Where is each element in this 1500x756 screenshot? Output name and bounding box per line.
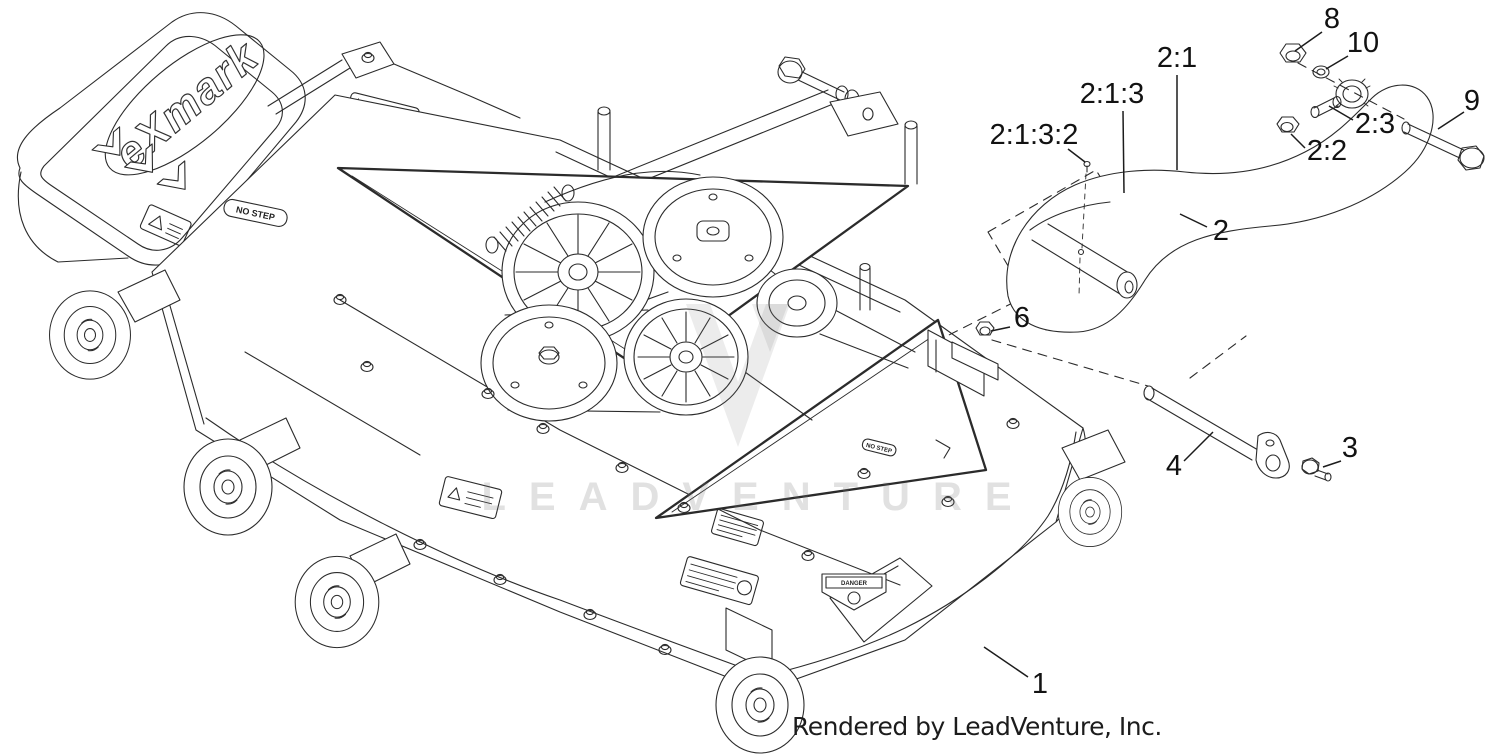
arm-inner-tube [1031,223,1138,299]
bolt-3 [1301,457,1332,482]
washer-10 [1312,65,1330,79]
callout-4[interactable]: 4 [1166,450,1182,482]
height-pin-assembly [927,321,1332,482]
spec-label-2 [679,556,759,606]
smooth-pulley-upper [642,176,784,298]
callout-2:3[interactable]: 2:3 [1355,108,1395,140]
wheel [49,290,131,380]
callout-6[interactable]: 6 [1014,302,1030,334]
callout-leader-2:2 [1290,133,1306,149]
warning-label-mid [438,476,503,520]
callout-9[interactable]: 9 [1464,85,1480,117]
wheel [715,656,805,754]
retainer-screws [1077,160,1091,297]
callout-leader-6 [990,326,1011,332]
callout-leader-8 [1294,31,1323,52]
idler-spring [485,184,575,254]
hex-nut-6 [975,321,995,336]
callout-leader-2:1:3 [1122,110,1125,194]
callout-leader-2 [1179,213,1208,228]
cover-posts [597,106,918,311]
spec-label [710,508,764,547]
mower-deck-assembly: eXmark [16,12,1126,754]
callout-leader-2:3 [1328,105,1354,121]
callout-leader-1 [983,646,1029,678]
pulleys-and-belt [480,170,916,422]
watermark-layer: LEADVENTURE [481,304,1034,519]
wheel [294,555,380,649]
svg-text:DANGER: DANGER [841,581,868,587]
bearing-boss [1333,78,1371,109]
wheel [1057,477,1123,547]
idler-pulley [756,268,838,338]
callout-10[interactable]: 10 [1347,27,1379,59]
warning-decal [139,204,192,247]
callout-8[interactable]: 8 [1324,3,1340,35]
leadventure-watermark-text: LEADVENTURE [481,475,1034,519]
leadventure-v-mark [686,304,790,447]
leadventure-v-mark-accent [752,304,788,352]
callout-2[interactable]: 2 [1213,215,1229,247]
chute-cover-assembly: eXmark [16,12,306,266]
deck-shell [151,94,1087,692]
callout-1[interactable]: 1 [1032,668,1048,700]
callout-3[interactable]: 3 [1342,432,1358,464]
callout-leader-9 [1437,111,1465,130]
callout-2:2[interactable]: 2:2 [1307,135,1347,167]
support-rod-4 [1143,385,1290,479]
callout-leader-10 [1325,55,1349,70]
bolt-9 [1401,121,1485,171]
callout-2:1:3[interactable]: 2:1:3 [1080,78,1145,110]
anti-scalp-wheels [49,269,1126,754]
blade-chevron-pattern [91,126,186,190]
danger-decal: DANGER [821,573,887,611]
footer-credit: Rendered by LeadVenture, Inc. [792,712,1162,741]
callout-leader-2:1:3:2 [1067,148,1086,163]
lift-arm-assembly [934,43,1485,343]
smooth-pulley-lower [480,304,618,422]
lift-arm [1006,84,1434,333]
callout-layer: 1 2 2:1 2:1:32:1:3:2 2:22:3 3 4 6 8 9 10 [983,3,1480,700]
callout-2:1:3:2[interactable]: 2:1:3:2 [990,119,1079,151]
callout-2:1[interactable]: 2:1 [1157,42,1197,74]
hex-nut-2-2 [1276,116,1300,133]
spoke-pulley-small [623,298,749,416]
pivot-pin [1310,95,1342,119]
callout-leader-4 [1183,431,1214,462]
callout-leader-3 [1322,460,1342,468]
wheel [183,438,273,536]
